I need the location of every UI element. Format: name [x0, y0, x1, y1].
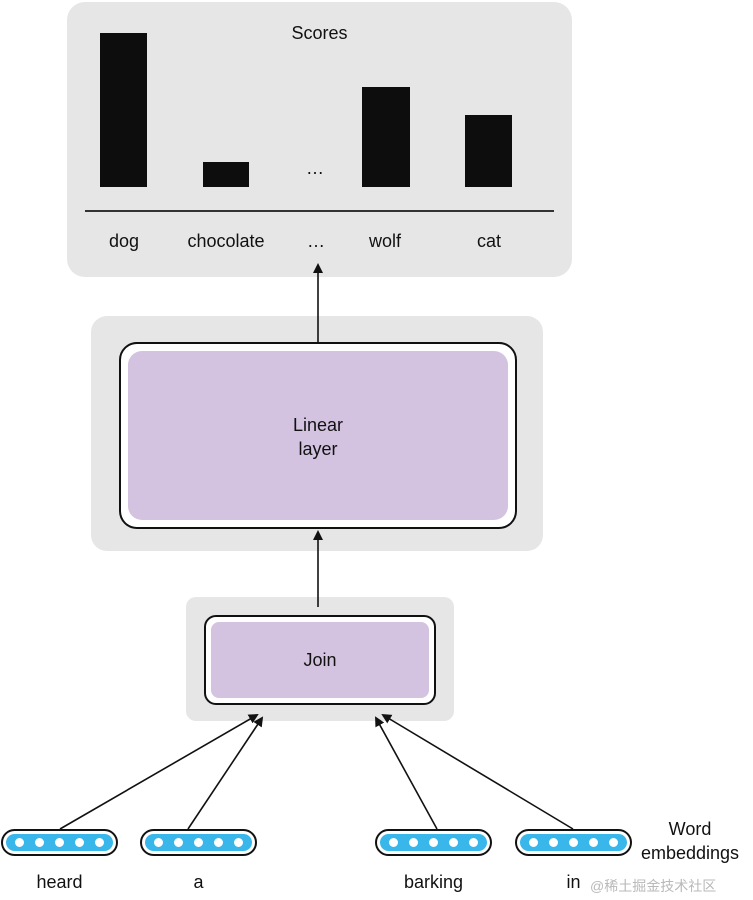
- arrow-heard-to-join: [59, 713, 259, 830]
- embedding-a: [140, 829, 257, 856]
- bar-ellipsis: …: [306, 158, 324, 178]
- bar-cat: [465, 115, 512, 187]
- category-label-wolf: wolf: [368, 231, 401, 251]
- scores-title: Scores: [291, 23, 348, 43]
- embedding-heard: [1, 829, 118, 856]
- bar-wolf: [362, 87, 410, 187]
- category-label-cat: cat: [476, 231, 501, 251]
- word-label-heard: heard: [36, 872, 83, 892]
- category-label-dog: dog: [108, 231, 140, 251]
- arrow-barking-to-join: [375, 716, 438, 830]
- join-label: Join: [303, 650, 337, 670]
- scores-baseline: [85, 210, 554, 212]
- word-label-a: a: [193, 872, 204, 892]
- watermark: @稀土掘金技术社区: [590, 878, 717, 894]
- category-label-chocolate: chocolate: [187, 231, 265, 251]
- linear-layer-fill: [128, 351, 508, 520]
- arrow-a-to-join: [187, 716, 264, 830]
- arrow-in-to-join: [381, 713, 574, 830]
- embedding-in: [515, 829, 632, 856]
- join-fill: [211, 622, 429, 698]
- category-label-ellipsis: …: [307, 231, 325, 251]
- linear-layer-label: Linear layer: [292, 415, 344, 459]
- bar-dog: [100, 33, 147, 187]
- embedding-barking: [375, 829, 492, 856]
- word-label-in: in: [566, 872, 581, 892]
- word-embeddings-caption: Word embeddings: [640, 819, 740, 863]
- bar-chocolate: [203, 162, 249, 187]
- word-label-barking: barking: [403, 872, 464, 892]
